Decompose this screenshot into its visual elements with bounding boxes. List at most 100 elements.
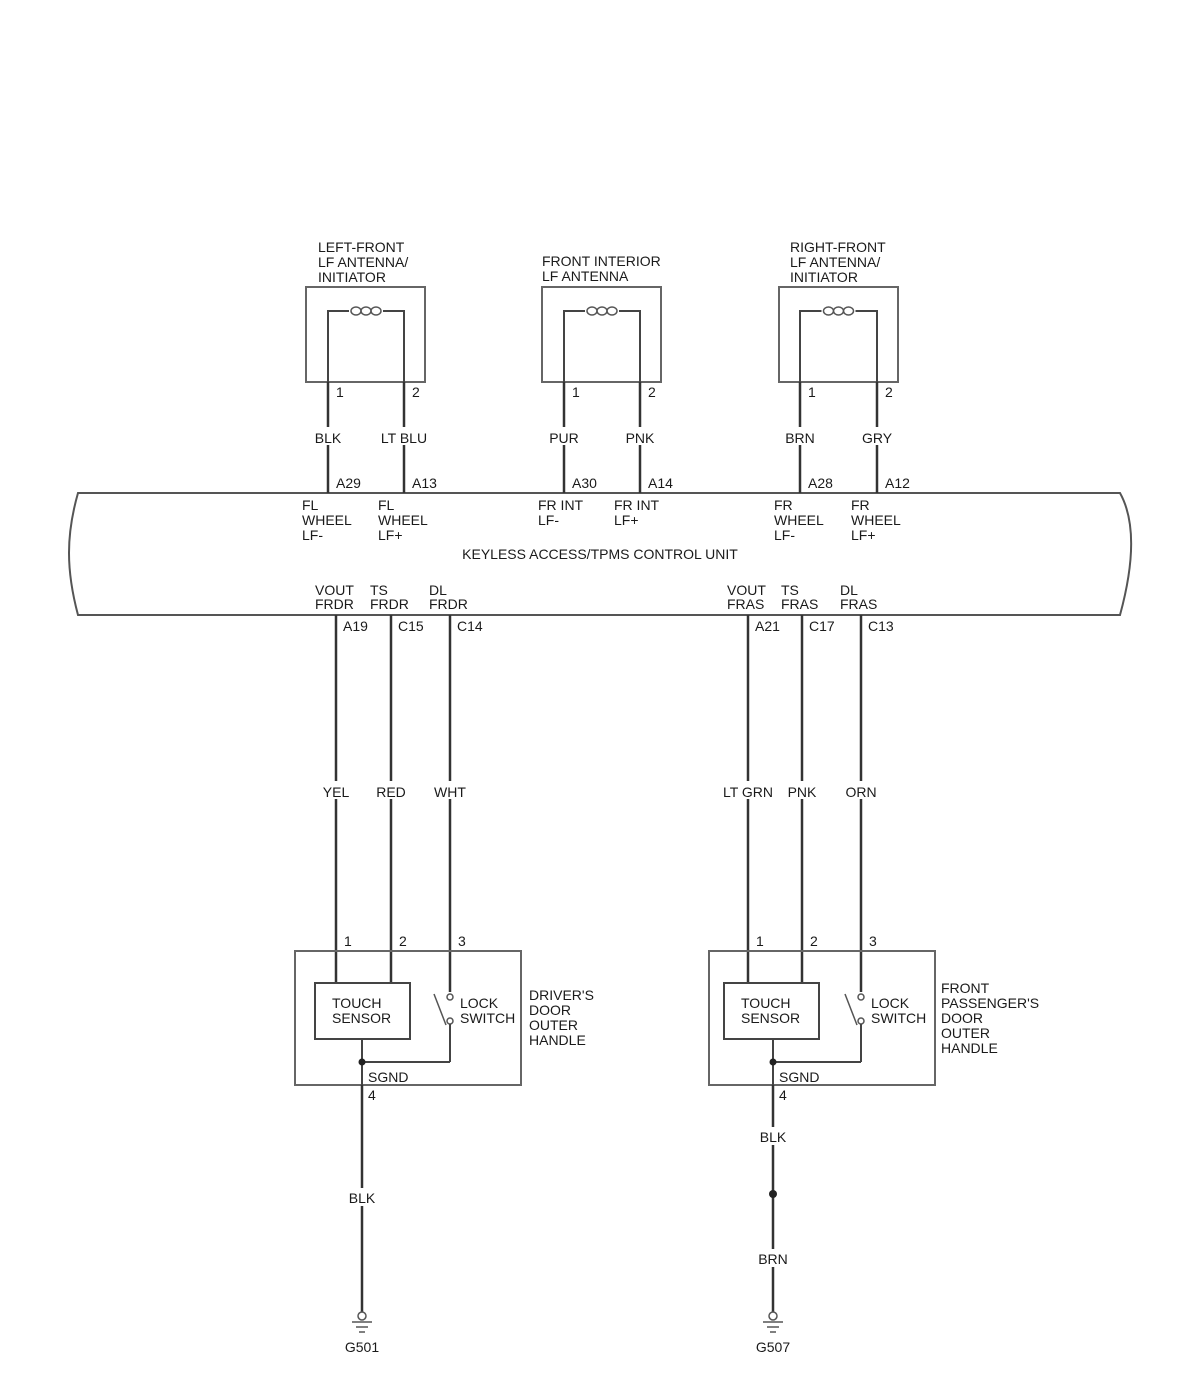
lock-switch-icon: [844, 993, 858, 1026]
wire-color-label: PUR: [549, 430, 579, 446]
signal-name: LF+: [614, 512, 639, 528]
door-handle-title: DOOR: [529, 1002, 571, 1018]
signal-name: FR: [851, 497, 870, 513]
signal-name: DL: [840, 582, 858, 598]
antenna-module-box: [541, 286, 662, 383]
terminal-id: A29: [336, 475, 361, 491]
switch-contact-icon: [446, 993, 454, 1001]
wire-color-label: BLK: [349, 1190, 376, 1206]
lock-switch-label: LOCK: [460, 995, 499, 1011]
wire-color-label: LT GRN: [723, 784, 773, 800]
antenna-loop-lead: [563, 310, 585, 382]
pin-number: 1: [336, 384, 344, 400]
antenna-title-line: RIGHT-FRONT: [790, 239, 886, 255]
sgnd-label: SGND: [368, 1069, 408, 1085]
signal-name: FL: [302, 497, 319, 513]
door-handle-title: PASSENGER'S: [941, 995, 1039, 1011]
touch-sensor-label: TOUCH: [332, 995, 382, 1011]
door-handle-title: HANDLE: [529, 1032, 586, 1048]
wire-label-bg: [776, 781, 828, 799]
antenna-loop-lead: [855, 310, 878, 382]
ground-icon: [357, 1311, 367, 1321]
wire-label-bg: [835, 781, 887, 799]
terminal-id: C15: [398, 618, 424, 634]
pin-number: 3: [869, 933, 877, 949]
wire-label-bg: [344, 1188, 380, 1206]
wire-color-label: BLK: [315, 430, 342, 446]
antenna-loop-lead: [799, 310, 822, 382]
signal-name: FRAS: [781, 596, 818, 612]
terminal-id: A30: [572, 475, 597, 491]
signal-name: WHEEL: [774, 512, 824, 528]
door-handle-box: [294, 950, 522, 1086]
door-handle-title: OUTER: [529, 1017, 578, 1033]
wire-color-label: PNK: [626, 430, 655, 446]
signal-name: LF-: [774, 527, 795, 543]
switch-contact-icon: [857, 1017, 865, 1025]
signal-name: LF+: [378, 527, 403, 543]
pin-number: 1: [572, 384, 580, 400]
switch-contact-icon: [446, 1017, 454, 1025]
wire-label-bg: [365, 781, 417, 799]
coil-icon: [586, 306, 598, 316]
antenna-loop-lead: [383, 310, 405, 382]
antenna-title-line: INITIATOR: [790, 269, 858, 285]
wire-label-bg: [306, 427, 350, 445]
terminal-id: A14: [648, 475, 673, 491]
signal-name: VOUT: [727, 582, 766, 598]
wire-label-bg: [542, 427, 586, 445]
terminal-id: C13: [868, 618, 894, 634]
touch-sensor-box: [723, 982, 820, 1040]
pin-number: 2: [399, 933, 407, 949]
pin-number: 1: [344, 933, 352, 949]
wire-label-bg: [755, 1249, 791, 1267]
signal-name: FR INT: [614, 497, 660, 513]
lock-switch-label: SWITCH: [460, 1010, 515, 1026]
wire-color-label: GRY: [862, 430, 893, 446]
signal-name: WHEEL: [302, 512, 352, 528]
antenna-module-box: [305, 286, 426, 383]
coil-icon: [370, 306, 382, 316]
signal-name: LF-: [302, 527, 323, 543]
signal-name: FR: [774, 497, 793, 513]
coil-icon: [832, 306, 845, 316]
signal-name: DL: [429, 582, 447, 598]
terminal-id: A21: [755, 618, 780, 634]
signal-name: WHEEL: [851, 512, 901, 528]
coil-icon: [350, 306, 362, 316]
pin-number: 2: [885, 384, 893, 400]
door-handle-title: DOOR: [941, 1010, 983, 1026]
wire-label-bg: [778, 427, 822, 445]
pin-number: 4: [368, 1087, 376, 1103]
wire-label-bg: [722, 781, 774, 799]
signal-name: FRAS: [727, 596, 764, 612]
wire-color-label: BRN: [785, 430, 815, 446]
terminal-id: C14: [457, 618, 483, 634]
antenna-module-box: [778, 286, 899, 383]
signal-name: FRDR: [370, 596, 409, 612]
door-handle-title: OUTER: [941, 1025, 990, 1041]
terminal-id: C17: [809, 618, 835, 634]
ground-point-label: G501: [345, 1339, 379, 1355]
lock-switch-label: SWITCH: [871, 1010, 926, 1026]
coil-icon: [360, 306, 372, 316]
sgnd-label: SGND: [779, 1069, 819, 1085]
signal-name: FL: [378, 497, 395, 513]
pin-number: 2: [810, 933, 818, 949]
wire-label-bg: [755, 1127, 791, 1145]
pin-number: 2: [648, 384, 656, 400]
signal-name: TS: [370, 582, 388, 598]
pin-number: 2: [412, 384, 420, 400]
signal-name: FRAS: [840, 596, 877, 612]
coil-icon: [596, 306, 608, 316]
antenna-title-line: INITIATOR: [318, 269, 386, 285]
ground-icon: [768, 1311, 778, 1321]
terminal-id: A13: [412, 475, 437, 491]
antenna-loop-lead: [327, 310, 349, 382]
coil-icon: [842, 306, 855, 316]
lock-switch-label: LOCK: [871, 995, 910, 1011]
wire-color-label: BLK: [760, 1129, 787, 1145]
wire-color-label: ORN: [845, 784, 876, 800]
